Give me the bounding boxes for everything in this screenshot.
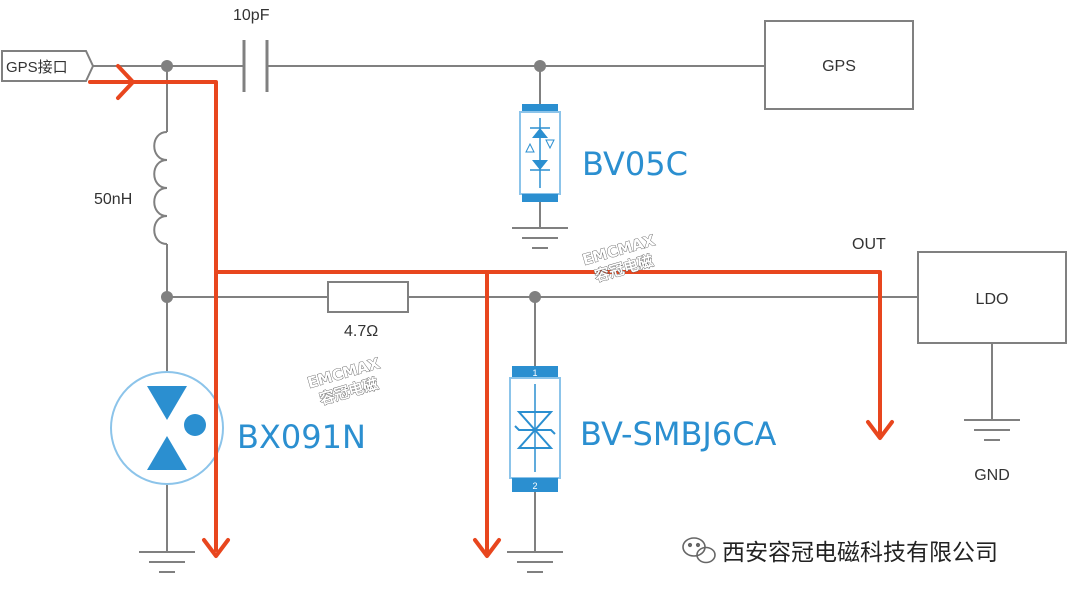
gps-port-label: GPS接口 <box>6 59 68 76</box>
capacitor: 10pF <box>233 7 270 92</box>
ground-symbol <box>964 419 1020 441</box>
resistor-label: 4.7Ω <box>344 323 378 340</box>
arrow-head <box>473 538 501 558</box>
pin2-mark: 2 <box>532 481 537 491</box>
watermark: EMCMAX 容冠电磁 <box>305 354 383 409</box>
tvs-top-label: BV05C <box>582 145 688 183</box>
ground-symbol <box>139 551 195 573</box>
gps-block: GPS <box>764 20 914 110</box>
ldo-block-label: LDO <box>976 291 1009 308</box>
inductor: 50nH <box>94 131 168 245</box>
junction-dot <box>161 60 173 72</box>
pin1-mark: 1 <box>532 368 537 378</box>
arrow-head <box>866 420 894 440</box>
junction-dot <box>161 291 173 303</box>
current-path <box>88 64 894 558</box>
arrow-head <box>202 538 230 558</box>
tvs-bv-smbj6ca: 1 2 BV-SMBJ6CA <box>509 366 777 492</box>
junction-dots <box>161 60 546 303</box>
ground-symbol <box>512 227 568 249</box>
company-name: 西安容冠电磁科技有限公司 <box>722 540 998 566</box>
gps-port: GPS接口 <box>1 50 95 82</box>
resistor: 4.7Ω <box>327 281 409 340</box>
ground-symbol <box>507 551 563 573</box>
capacitor-label: 10pF <box>233 7 270 24</box>
gdt-bx091n: BX091N <box>110 371 366 485</box>
ldo-block: LDO <box>917 251 1067 344</box>
watermark: EMCMAX 容冠电磁 <box>580 231 658 286</box>
junction-dot <box>529 291 541 303</box>
inductor-label: 50nH <box>94 191 132 208</box>
gnd-label: GND <box>974 467 1010 484</box>
gdt-label: BX091N <box>237 418 366 456</box>
wechat-icon <box>682 537 716 564</box>
tvs-bv05c: BV05C <box>519 104 688 202</box>
wires <box>93 65 993 552</box>
tvs-bottom-label: BV-SMBJ6CA <box>580 415 777 453</box>
gps-block-label: GPS <box>822 58 856 75</box>
ground-symbols <box>139 227 1020 573</box>
out-label: OUT <box>852 236 886 253</box>
footer: 西安容冠电磁科技有限公司 <box>682 537 998 566</box>
junction-dot <box>534 60 546 72</box>
